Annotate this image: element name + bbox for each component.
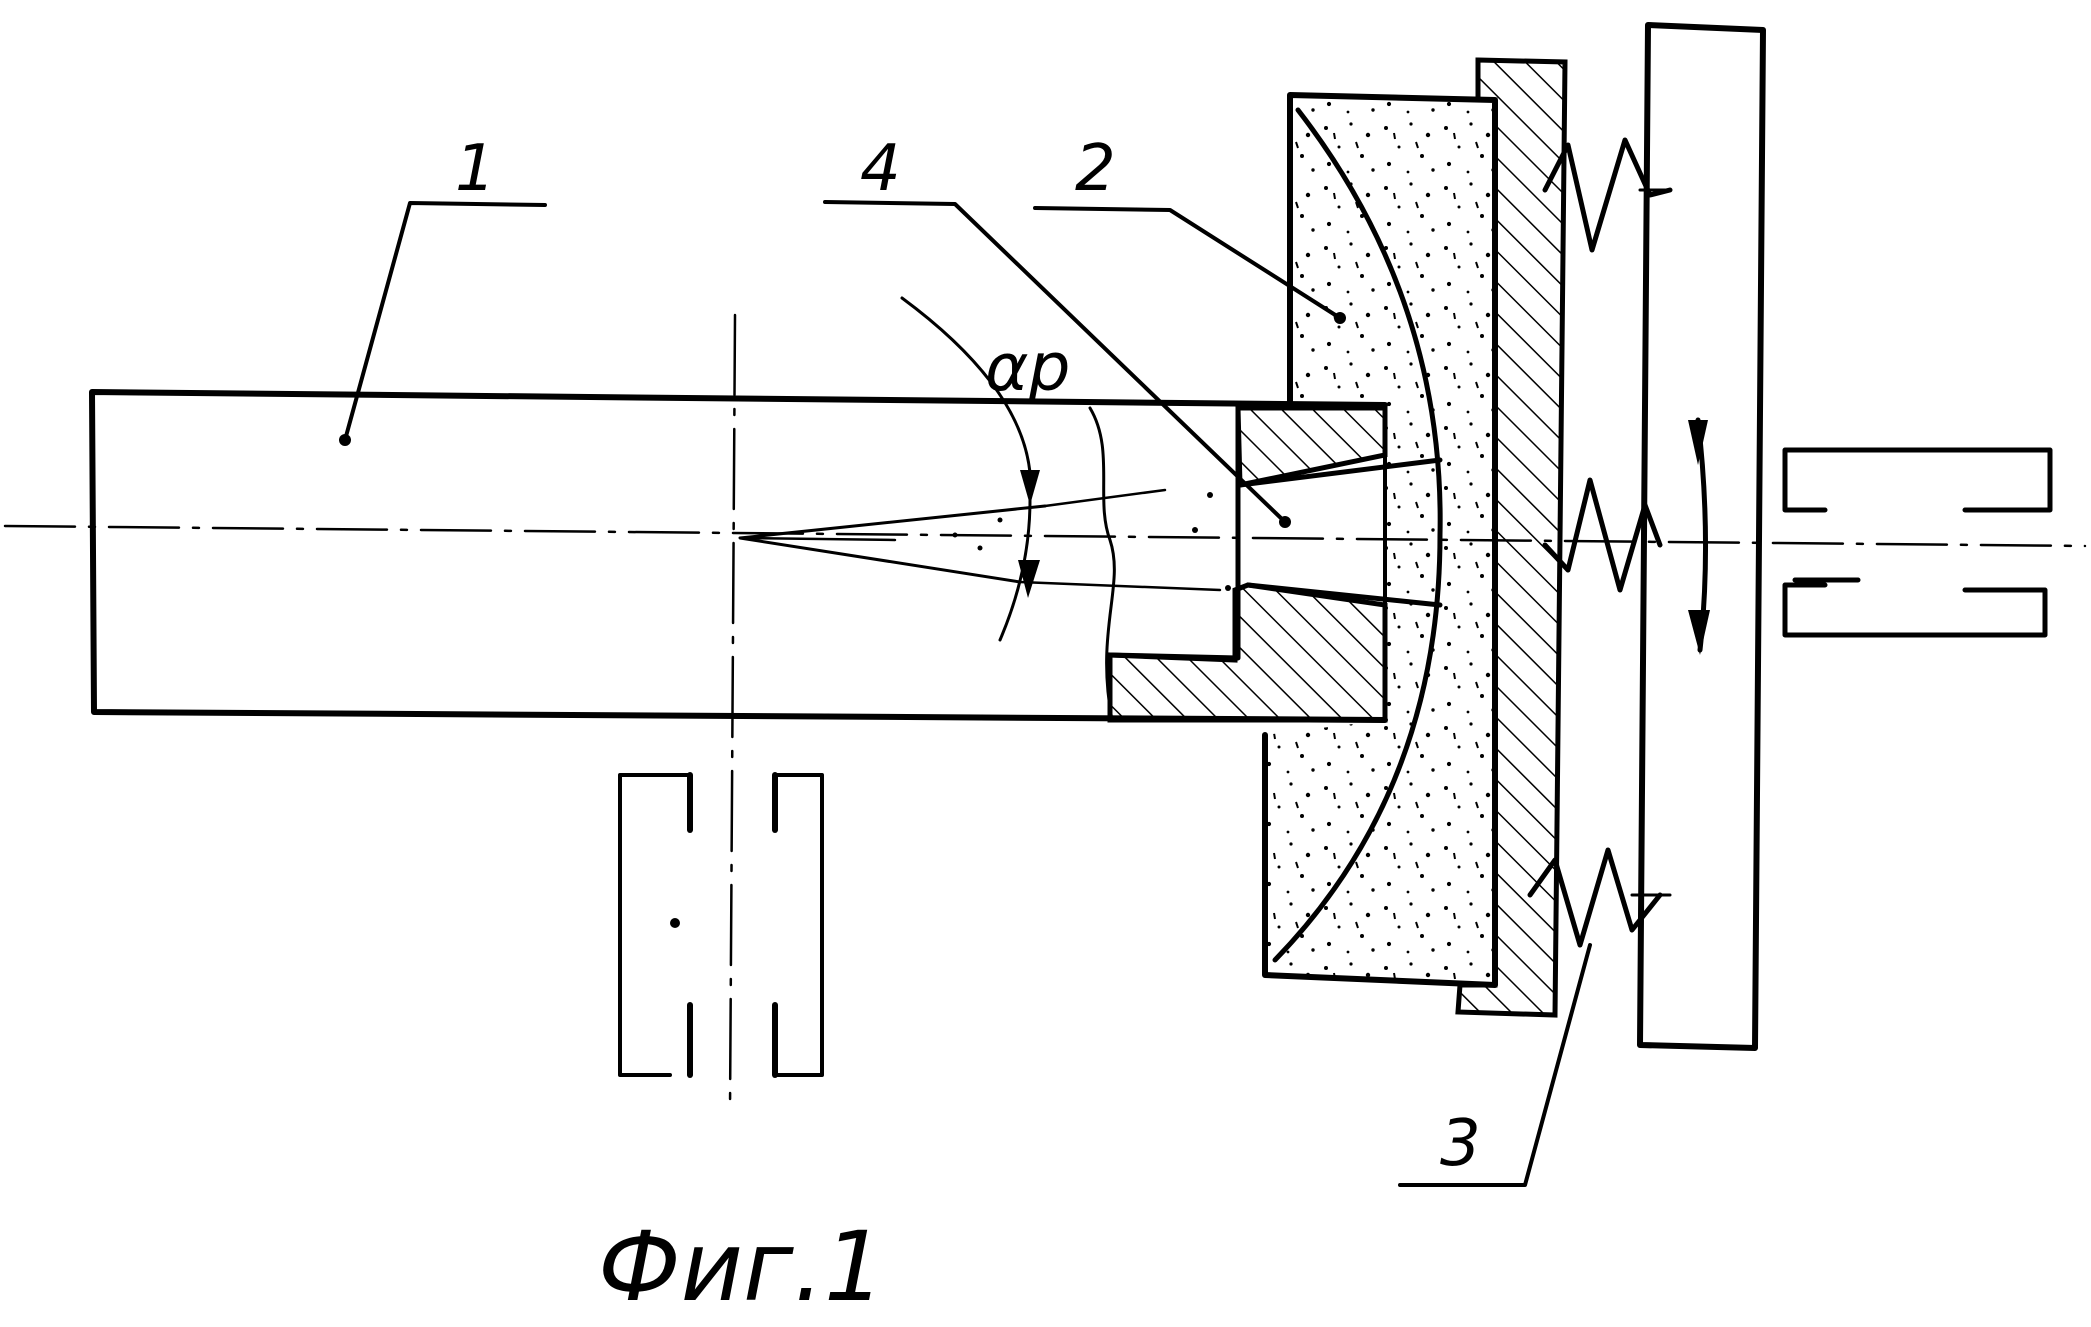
bottom-bearing xyxy=(620,775,822,1075)
callout-1: 1 xyxy=(455,132,496,206)
rotation-arrow xyxy=(1688,420,1710,655)
vertical-axis xyxy=(730,315,735,1110)
callout-4: 4 xyxy=(860,132,901,206)
callout-3: 3 xyxy=(1440,1107,1481,1181)
jet-cone xyxy=(740,490,1231,591)
main-axis xyxy=(5,526,2085,546)
figure-caption: Фиг.1 xyxy=(598,1211,885,1323)
angle-label: αp xyxy=(985,329,1070,406)
callout-2: 2 xyxy=(1075,132,1116,206)
